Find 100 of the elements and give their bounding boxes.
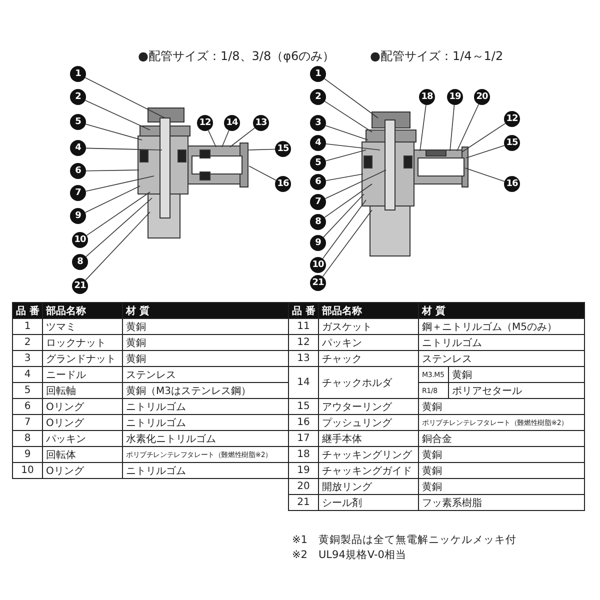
header-cell: 品 番	[288, 302, 318, 318]
material-cell: ステンレス	[418, 350, 585, 366]
callout-number: 4	[310, 135, 326, 151]
part-name-cell: チャッキングリング	[318, 446, 418, 462]
part-name-cell: パッキン	[42, 430, 122, 446]
header-cell: 材 質	[122, 302, 288, 318]
number-cell: 14	[288, 366, 318, 398]
callout-number: 5	[70, 114, 86, 130]
callout-number: 16	[275, 176, 291, 192]
number-cell: 1	[12, 318, 42, 334]
callout-number: 21	[310, 275, 326, 291]
part-name-cell: Oリング	[42, 398, 122, 414]
leader-line	[466, 145, 505, 158]
number-cell: 21	[288, 494, 318, 510]
leader-line	[324, 78, 378, 118]
leader-line	[84, 100, 150, 130]
callout-number: 13	[253, 115, 269, 131]
leader-line	[324, 170, 386, 199]
part-name-cell: Oリング	[42, 462, 122, 478]
callout-number: 19	[447, 89, 463, 105]
material-cell: 黄銅	[418, 478, 585, 494]
number-cell: 4	[12, 366, 42, 382]
material-cell: ポリアセタール	[448, 382, 585, 398]
leader-line	[85, 176, 154, 192]
number-cell: 6	[12, 398, 42, 414]
callout-number: 15	[275, 141, 291, 157]
material-cell: 黄銅	[418, 446, 585, 462]
leader-line	[84, 186, 140, 213]
fitting-cutaway-drawing	[362, 112, 468, 256]
callout-number: 20	[474, 89, 490, 105]
number-cell: 15	[288, 398, 318, 414]
leader-line	[420, 104, 426, 152]
leader-line	[464, 168, 505, 182]
leader-line	[326, 144, 380, 150]
leader-line	[325, 174, 364, 181]
footnote: ※2 UL94規格V-0相当	[292, 548, 406, 562]
callout-number: 18	[419, 89, 435, 105]
material-cell: 黄銅	[122, 334, 288, 350]
number-cell: 19	[288, 462, 318, 478]
leader-line	[322, 200, 366, 259]
number-cell: 12	[288, 334, 318, 350]
leader-line	[462, 123, 506, 152]
leader-line	[222, 130, 230, 148]
material-cell: ニトリルゴム	[418, 334, 585, 350]
callout-number: 10	[72, 232, 88, 248]
number-cell: 20	[288, 478, 318, 494]
part-name-cell: チャック	[318, 350, 418, 366]
number-cell: 3	[12, 350, 42, 366]
part-name-cell: アウターリング	[318, 398, 418, 414]
part-name-cell: グランドナット	[42, 350, 122, 366]
fitting-cutaway-drawing	[138, 108, 248, 238]
part-name-cell: 開放リング	[318, 478, 418, 494]
callout-number: 9	[310, 235, 326, 251]
number-cell: 10	[12, 462, 42, 478]
callout-number: 10	[310, 257, 326, 273]
leader-line	[86, 148, 162, 150]
leader-line	[456, 104, 480, 152]
part-name-cell: パッキン	[318, 334, 418, 350]
number-cell: 2	[12, 334, 42, 350]
part-name-cell: ロックナット	[42, 334, 122, 350]
material-cell: 鋼＋ニトリルゴム（M5のみ）	[418, 318, 585, 334]
callout-number: 1	[70, 66, 86, 82]
material-cell: 黄銅（M3はステンレス鋼）	[122, 382, 288, 398]
part-name-cell: ガスケット	[318, 318, 418, 334]
leader-line	[322, 210, 372, 277]
part-name-cell: 継手本体	[318, 430, 418, 446]
callout-number: 7	[70, 185, 86, 201]
callout-number: 1	[310, 66, 326, 82]
callout-number: 3	[310, 115, 326, 131]
leader-line	[208, 130, 216, 148]
leader-line	[248, 148, 276, 150]
part-name-cell: 回転軸	[42, 382, 122, 398]
footnote: ※1 黄銅製品は全て無電解ニッケルメッキ付	[292, 533, 516, 547]
part-name-cell: ニードル	[42, 366, 122, 382]
part-name-cell: チャッキングガイド	[318, 462, 418, 478]
number-cell: 17	[288, 430, 318, 446]
part-name-cell: ツマミ	[42, 318, 122, 334]
callout-number: 15	[504, 135, 520, 151]
callout-number: 9	[70, 208, 86, 224]
material-cell: 黄銅	[418, 462, 585, 478]
leader-line	[84, 77, 166, 118]
number-cell: 8	[12, 430, 42, 446]
material-cell: フッ素系樹脂	[418, 494, 585, 510]
material-cell: 水素化ニトリルゴム	[122, 430, 288, 446]
material-cell: 黄銅	[122, 350, 288, 366]
leader-line	[324, 100, 372, 132]
material-cell: 黄銅	[418, 398, 585, 414]
header-cell: 部品名称	[42, 302, 122, 318]
callout-number: 7	[310, 194, 326, 210]
leader-line	[230, 128, 256, 148]
part-name-cell: チャックホルダ	[318, 366, 418, 398]
leader-line	[86, 192, 150, 236]
leader-line	[86, 170, 140, 172]
leader-line	[86, 198, 152, 258]
part-name-cell: 回転体	[42, 446, 122, 462]
number-cell: 7	[12, 414, 42, 430]
number-cell: 11	[288, 318, 318, 334]
section-heading: ●配管サイズ：1/4～1/2	[370, 48, 504, 65]
callout-number: 21	[72, 278, 88, 294]
callout-number: 6	[310, 174, 326, 190]
